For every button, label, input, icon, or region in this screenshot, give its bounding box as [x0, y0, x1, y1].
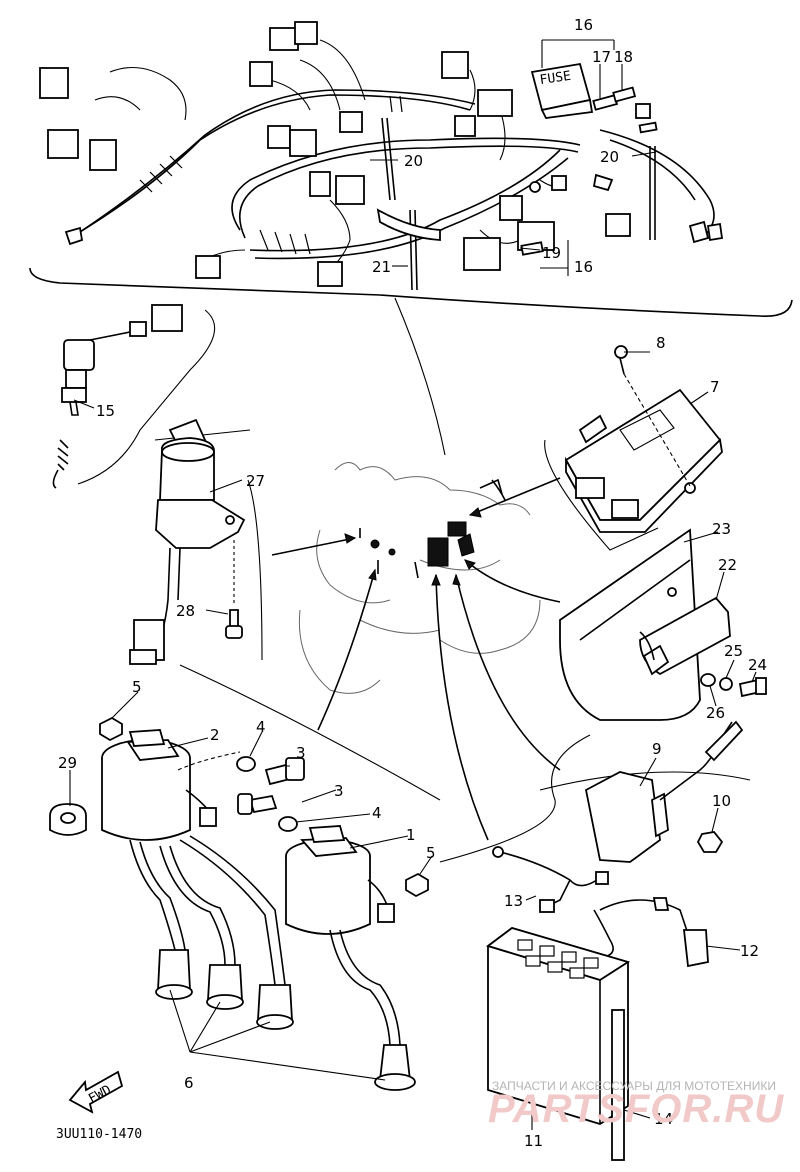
- callout-8: 8: [656, 334, 666, 352]
- callout-4: 4: [256, 718, 266, 736]
- battery-cables: [492, 846, 709, 968]
- callout-26: 26: [706, 704, 725, 722]
- callout-15: 15: [96, 402, 115, 420]
- callout-1: 1: [406, 826, 416, 844]
- callout-numbers: 16 17 18 20 20 21 19 16 15 27 28 8 7 23 …: [58, 16, 767, 1150]
- callout-14: 14: [654, 1110, 673, 1128]
- callout-28: 28: [176, 602, 195, 620]
- panel-outlines: [29, 267, 793, 863]
- igniter-unit: [564, 345, 723, 533]
- callout-3: 3: [296, 744, 306, 762]
- spark-plug-leads: [49, 716, 429, 1091]
- callout-4-lower: 4: [372, 804, 382, 822]
- callout-23: 23: [712, 520, 731, 538]
- callout-3-lower: 3: [334, 782, 344, 800]
- forward-arrow-icon: FWD: [68, 1070, 124, 1114]
- battery: [486, 927, 631, 1161]
- ignition-coil-1: [285, 825, 395, 935]
- callout-11: 11: [524, 1132, 543, 1150]
- callout-10: 10: [712, 792, 731, 810]
- ignition-coil-2: [101, 729, 241, 841]
- callout-20-right: 20: [600, 148, 619, 166]
- ignition-switch: [129, 418, 246, 665]
- callout-16-lower: 16: [574, 258, 593, 276]
- callout-18: 18: [614, 48, 633, 66]
- fuse-box: FUSE: [530, 62, 594, 119]
- callout-12: 12: [740, 942, 759, 960]
- fuses: [520, 86, 658, 256]
- callout-13: 13: [504, 892, 523, 910]
- watermark-logo: PARTSFOR.RU: [488, 1087, 784, 1131]
- harness-connectors: [39, 21, 724, 287]
- rectifier-regulator: [639, 596, 767, 698]
- callout-2: 2: [210, 726, 220, 744]
- main-wire-harness: [69, 39, 715, 271]
- leader-lines: [271, 477, 561, 841]
- callout-25: 25: [724, 642, 743, 660]
- callout-6: 6: [184, 1074, 194, 1092]
- fuse-box-label: FUSE: [539, 69, 572, 88]
- callout-5-lower: 5: [426, 844, 436, 862]
- watermark-tagline: ЗАПЧАСТИ И АКСЕССУАРЫ ДЛЯ МОТОТЕХНИКИ: [492, 1079, 776, 1093]
- watermark: ЗАПЧАСТИ И АКСЕССУАРЫ ДЛЯ МОТОТЕХНИКИ PA…: [488, 1079, 784, 1131]
- callout-5: 5: [132, 678, 142, 696]
- callout-24: 24: [748, 656, 767, 674]
- callout-19: 19: [542, 244, 561, 262]
- callout-17: 17: [592, 48, 611, 66]
- callout-29: 29: [58, 754, 77, 772]
- center-locator-parts: [359, 478, 506, 579]
- callout-16: 16: [574, 16, 593, 34]
- callout-22: 22: [718, 556, 737, 574]
- mounting-bracket: [559, 528, 701, 721]
- diagram-code: 3UU110-1470: [56, 1127, 142, 1142]
- callout-leaders: [69, 39, 757, 1130]
- callout-20: 20: [404, 152, 423, 170]
- callout-7: 7: [710, 378, 720, 396]
- callout-27: 27: [246, 472, 265, 490]
- starter-relay: [584, 720, 744, 863]
- callout-21: 21: [372, 258, 391, 276]
- cable-ties: [376, 117, 656, 291]
- callout-9: 9: [652, 740, 662, 758]
- sensor-switch: [52, 304, 183, 489]
